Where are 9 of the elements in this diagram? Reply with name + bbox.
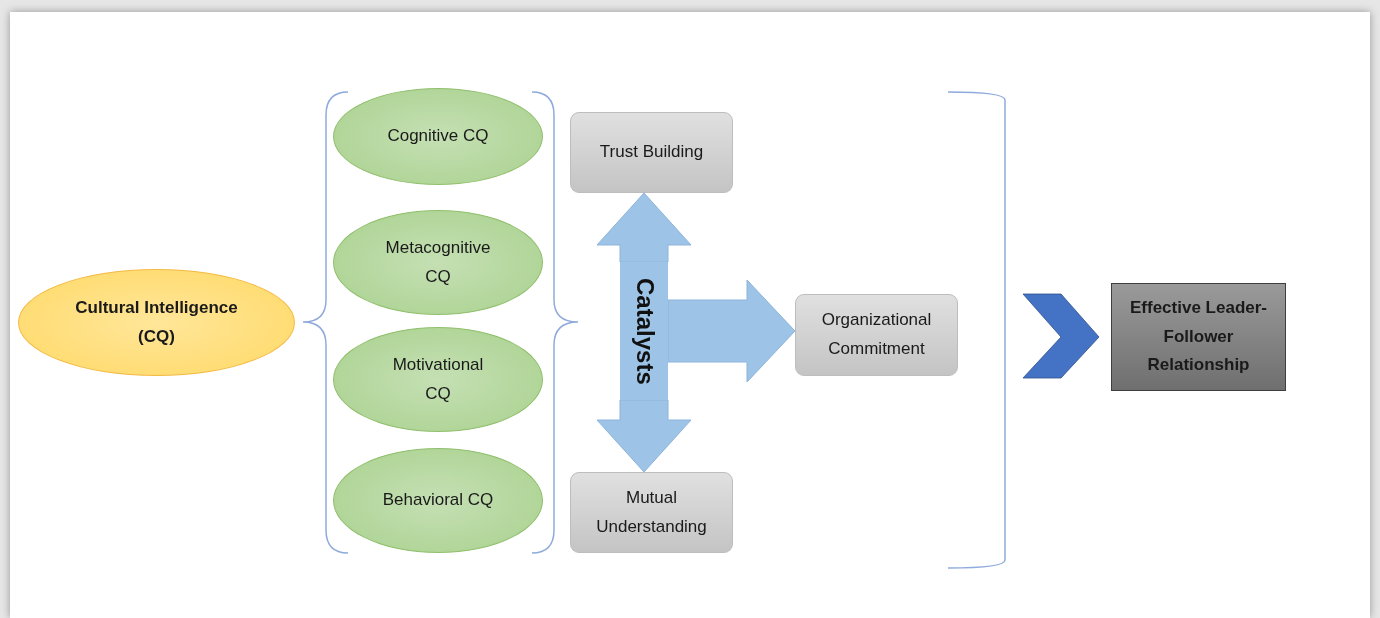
rounded-box: Organizational Commitment bbox=[795, 294, 958, 376]
result-box: Effective Leader-Follower Relationship bbox=[1111, 283, 1286, 391]
block-arrow bbox=[596, 192, 692, 263]
chevron-arrow bbox=[1022, 293, 1100, 379]
rounded-box: Trust Building bbox=[570, 112, 733, 193]
arrow-shaft: Catalysts bbox=[620, 262, 668, 400]
block-arrow bbox=[596, 399, 692, 473]
block-arrow bbox=[667, 279, 796, 383]
rounded-box: Mutual Understanding bbox=[570, 472, 733, 553]
